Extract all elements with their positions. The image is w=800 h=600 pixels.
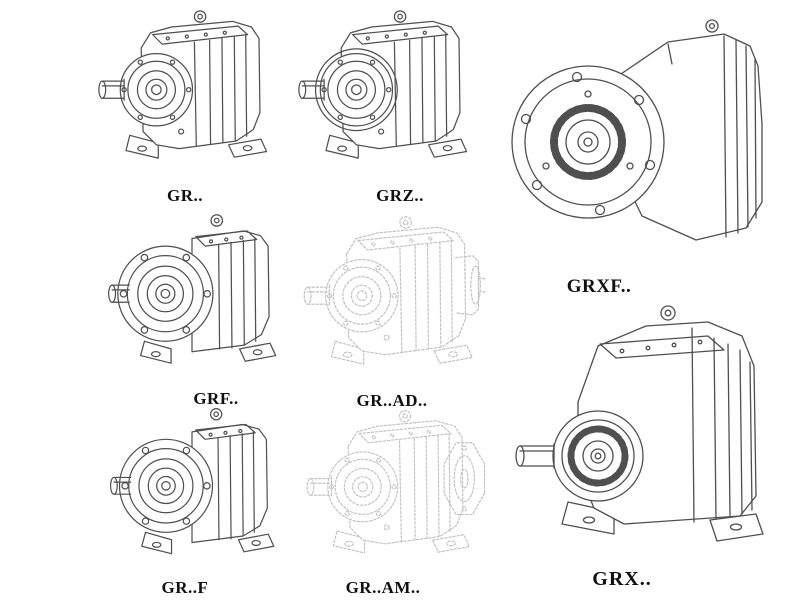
gearbox-drawing-gr bbox=[88, 6, 278, 182]
gearbox-drawing-grx bbox=[502, 298, 792, 563]
extra-hub-ring bbox=[314, 48, 398, 132]
model-label-grz: GRZ.. bbox=[376, 186, 424, 205]
model-label-grf2: GR..F bbox=[161, 578, 209, 597]
model-figure-grz bbox=[288, 6, 478, 182]
model-label-gr: GR.. bbox=[167, 186, 203, 205]
input-adapter bbox=[454, 255, 487, 316]
model-figure-gr bbox=[88, 6, 278, 182]
model-figure-grxf bbox=[500, 4, 790, 269]
gearbox-drawing-gram bbox=[286, 406, 486, 576]
gearbox-drawing-grxf bbox=[500, 4, 790, 269]
iec-flange bbox=[443, 442, 486, 516]
gearbox-drawing-grz bbox=[288, 6, 478, 182]
model-label-grf: GRF.. bbox=[193, 389, 239, 408]
model-figure-grad bbox=[286, 212, 491, 388]
model-label-gram: GR..AM.. bbox=[345, 578, 421, 597]
gearbox-drawing-grf bbox=[96, 210, 288, 386]
model-label-grxf: GRXF.. bbox=[566, 276, 632, 297]
model-figure-grf2 bbox=[96, 404, 288, 576]
model-figure-gram bbox=[286, 406, 491, 576]
model-label-grad: GR..AD.. bbox=[356, 391, 428, 410]
gearbox-drawing-grad bbox=[286, 212, 487, 388]
gearbox-drawing-grf2 bbox=[96, 404, 288, 576]
model-figure-grf bbox=[96, 210, 288, 386]
model-label-grx: GRX.. bbox=[592, 568, 652, 590]
model-figure-grx bbox=[502, 298, 792, 563]
